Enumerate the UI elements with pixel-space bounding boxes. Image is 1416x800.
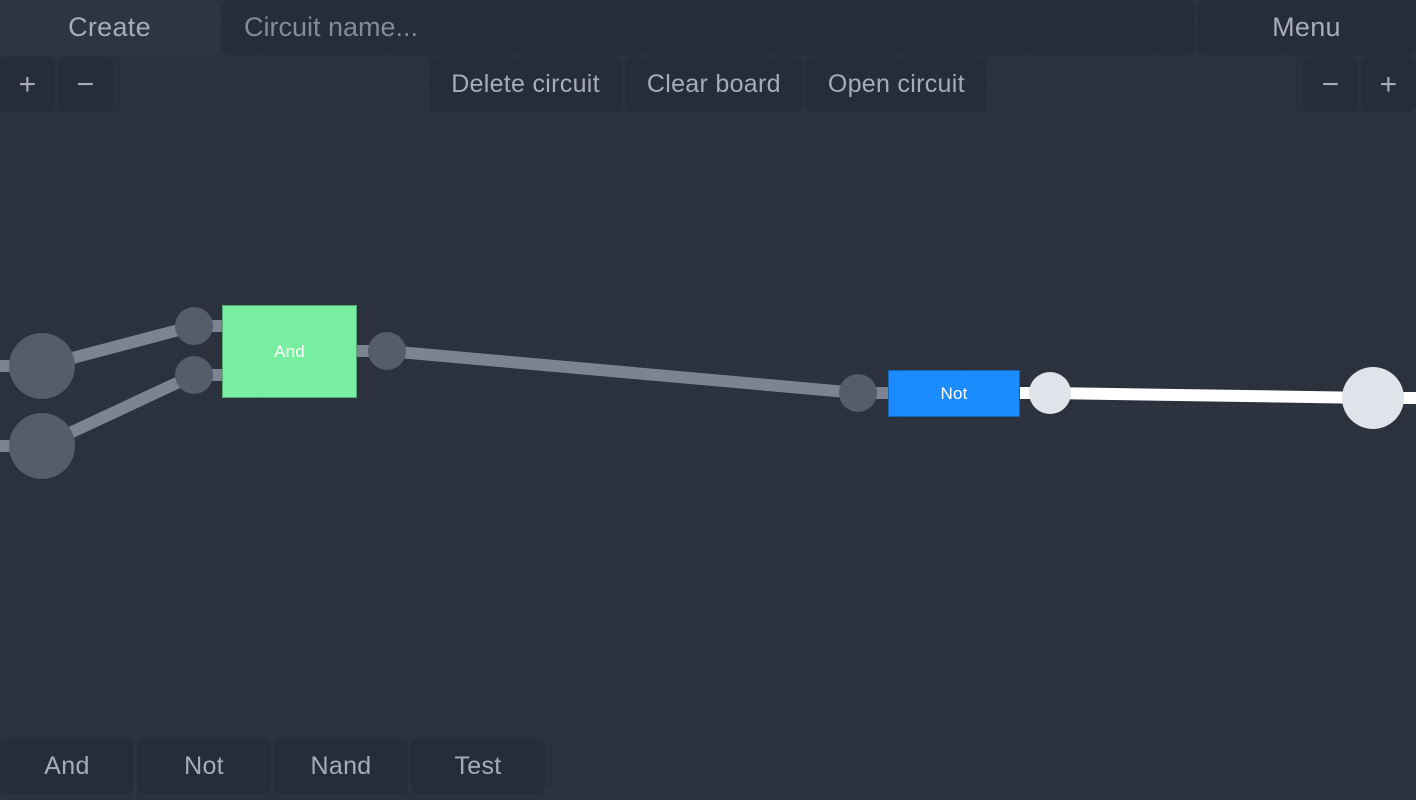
wire[interactable]	[386, 345, 859, 399]
delete-circuit-button[interactable]: Delete circuit	[429, 57, 622, 112]
circuit-name-input[interactable]	[222, 0, 1194, 55]
secondary-toolbar: + − Delete circuit Clear board Open circ…	[0, 57, 1416, 112]
scale-down-button[interactable]: −	[1303, 57, 1359, 112]
gate-and[interactable]: And	[222, 305, 357, 398]
connector-node-input[interactable]	[9, 333, 75, 399]
gate-not[interactable]: Not	[888, 370, 1020, 417]
connector-node-output[interactable]	[1342, 367, 1404, 429]
connector-node-gate-input[interactable]	[175, 307, 213, 345]
clear-board-button[interactable]: Clear board	[624, 57, 803, 112]
menu-button[interactable]: Menu	[1197, 0, 1416, 55]
palette-gate-test[interactable]: Test	[411, 739, 545, 794]
zoom-in-button[interactable]: +	[0, 57, 55, 112]
connector-node-gate-output[interactable]	[368, 332, 406, 370]
zoom-out-button[interactable]: −	[58, 57, 113, 112]
connector-node-gate-output[interactable]	[1029, 372, 1071, 414]
connector-node-input[interactable]	[9, 413, 75, 479]
palette-gate-not[interactable]: Not	[137, 739, 271, 794]
top-toolbar: Create Menu	[0, 0, 1416, 55]
connector-node-gate-input[interactable]	[175, 356, 213, 394]
wire[interactable]	[1049, 387, 1374, 404]
palette-gate-and[interactable]: And	[0, 739, 134, 794]
palette-gate-nand[interactable]: Nand	[274, 739, 408, 794]
create-button[interactable]: Create	[0, 0, 219, 55]
scale-up-button[interactable]: +	[1361, 57, 1416, 112]
open-circuit-button[interactable]: Open circuit	[805, 57, 987, 112]
connector-node-gate-input[interactable]	[839, 374, 877, 412]
